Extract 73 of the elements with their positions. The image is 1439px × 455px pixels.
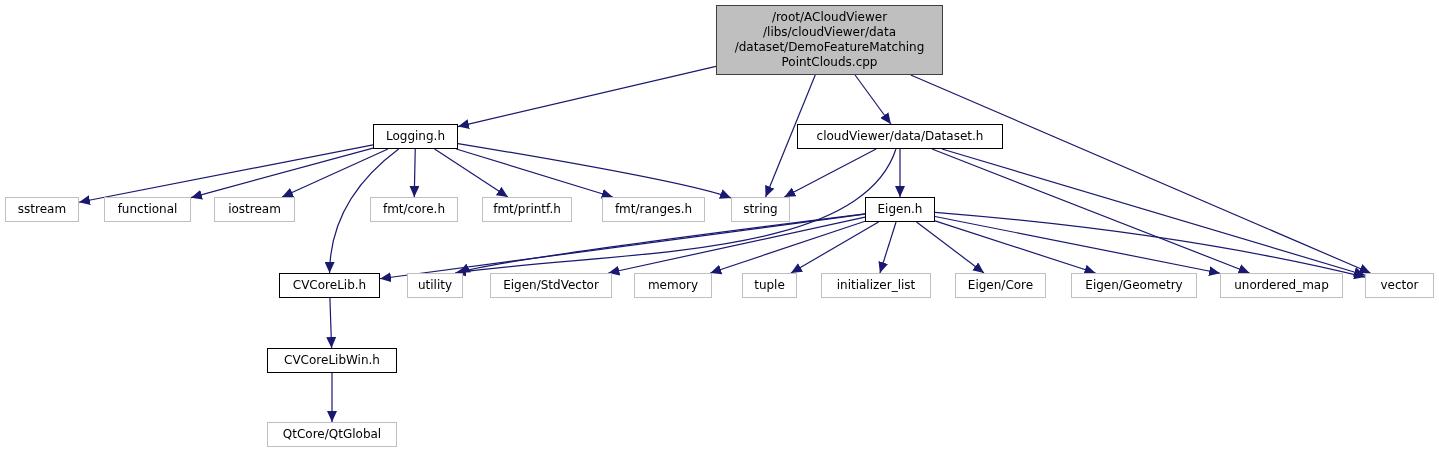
arrow xyxy=(790,221,880,274)
arrow xyxy=(327,372,337,423)
file-name: tuple xyxy=(754,278,785,293)
external-header-box xyxy=(214,197,295,222)
arrow xyxy=(78,144,374,206)
arrow xyxy=(325,148,400,274)
file-name: QtCore/QtGlobal xyxy=(282,427,382,442)
arrow xyxy=(281,148,389,198)
external-header-box xyxy=(267,422,397,447)
header-file-box xyxy=(865,197,935,222)
file-name: sstream xyxy=(17,202,67,217)
file-name: functional xyxy=(117,202,178,217)
external-header-box xyxy=(482,197,572,222)
arrow xyxy=(915,221,985,274)
external-header-box xyxy=(634,273,712,298)
external-header-box xyxy=(490,273,612,298)
source-file-box xyxy=(716,5,943,75)
arrow xyxy=(454,148,897,277)
file-name: CVCoreLibWin.h xyxy=(284,353,380,368)
file-name: utility xyxy=(417,278,453,293)
external-header-box xyxy=(731,197,790,222)
arrow xyxy=(765,74,816,198)
file-name: CVCoreLib.h xyxy=(292,278,367,293)
file-name: unordered_map xyxy=(1234,278,1329,293)
file-name: Eigen/StdVector xyxy=(503,278,599,293)
arrow xyxy=(878,221,897,274)
header-file-box xyxy=(267,348,397,373)
file-name: vector xyxy=(1380,278,1419,293)
file-name: initializer_list xyxy=(836,278,916,293)
external-header-box xyxy=(955,273,1046,298)
external-header-box xyxy=(742,273,797,298)
external-header-box xyxy=(821,273,931,298)
external-header-box xyxy=(1220,273,1343,298)
file-name: memory xyxy=(647,278,699,293)
header-file-box xyxy=(279,273,380,298)
file-name: fmt/printf.h xyxy=(493,202,561,217)
file-name: Eigen/Core xyxy=(967,278,1034,293)
file-name: Eigen.h xyxy=(877,202,923,217)
header-file-box xyxy=(797,124,1003,149)
arrow xyxy=(457,142,732,200)
arrow xyxy=(934,220,1097,275)
external-header-box xyxy=(370,197,458,222)
arrow xyxy=(934,215,1221,276)
arrow xyxy=(457,65,717,129)
file-name: fmt/core.h xyxy=(382,202,446,217)
file-name: iostream xyxy=(228,202,281,217)
arrow xyxy=(931,148,1251,274)
file-name: string xyxy=(743,202,778,217)
arrow xyxy=(326,297,337,349)
arrow xyxy=(895,148,905,198)
arrow xyxy=(910,74,1372,274)
external-header-box xyxy=(104,197,191,222)
file-name: /root/ACloudViewer /libs/cloudViewer/data /dataset/DemoFeatureMatching PointClouds.cpp xyxy=(733,10,926,70)
header-file-box xyxy=(373,124,458,149)
arrow xyxy=(409,148,420,198)
external-header-box xyxy=(407,273,463,298)
arrow xyxy=(934,211,1366,280)
arrow xyxy=(709,220,866,275)
external-header-box xyxy=(602,197,705,222)
arrow xyxy=(455,148,614,199)
arrow xyxy=(854,74,892,125)
arrow xyxy=(434,148,509,198)
file-name: cloudViewer/data/Dataset.h xyxy=(816,129,984,144)
external-header-box xyxy=(5,197,79,222)
arrow xyxy=(941,148,1366,277)
file-name: fmt/ranges.h xyxy=(614,202,693,217)
arrow xyxy=(607,216,866,276)
external-header-box xyxy=(1071,273,1197,298)
file-name: Eigen/Geometry xyxy=(1085,278,1183,293)
file-name: Logging.h xyxy=(386,129,445,144)
arrow xyxy=(190,147,374,200)
external-header-box xyxy=(1365,273,1434,298)
arrow xyxy=(783,148,877,198)
